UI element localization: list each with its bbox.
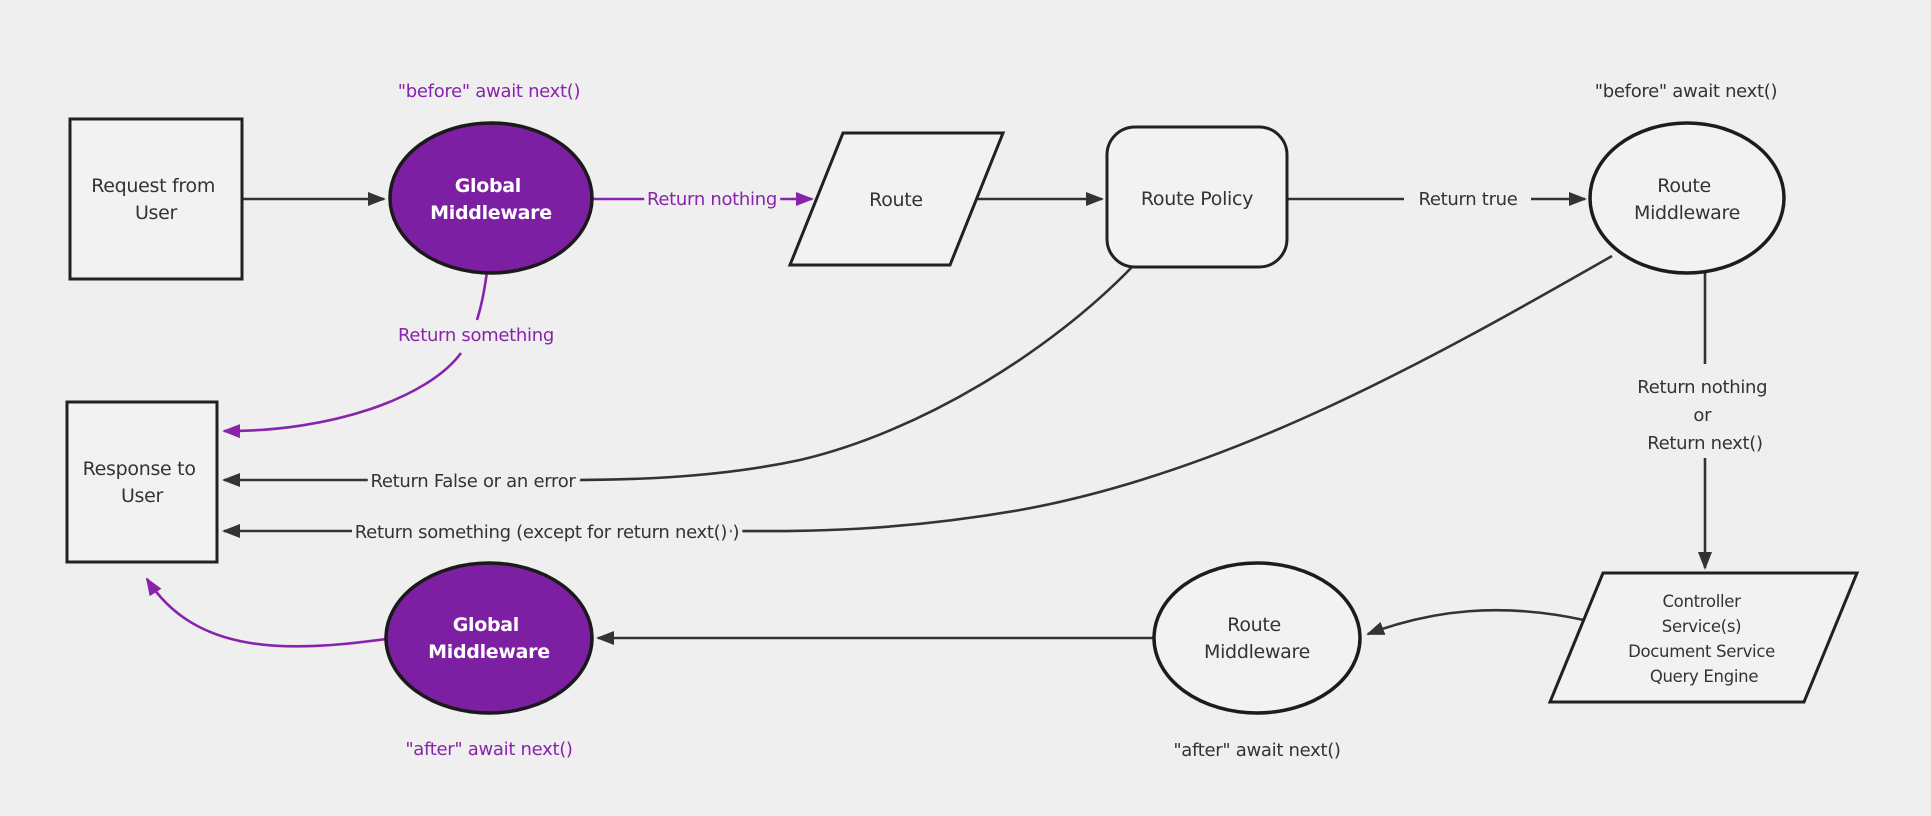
node-route — [787, 131, 1006, 267]
node-global-middleware-top — [388, 121, 594, 275]
label-after-await-global: "after" await next() — [405, 739, 572, 760]
label-return-false-or-error: Return False or an error — [370, 471, 576, 492]
edge-routemw-return-something-curve — [711, 254, 1613, 533]
node-controller-services-label: Controller Service(s) Document Service Q… — [1628, 592, 1780, 686]
label-before-await-global: "before" await next() — [398, 81, 580, 102]
node-route-middleware-bottom-label: Route Middleware — [1204, 614, 1310, 663]
node-request-from-user — [68, 117, 244, 281]
node-route-label: Route — [869, 189, 923, 211]
edge-globalmw-bottom-to-response — [145, 577, 387, 648]
node-route-policy — [1105, 125, 1289, 269]
node-route-middleware-top — [1588, 121, 1786, 275]
label-after-await-route: "after" await next() — [1173, 740, 1340, 761]
node-route-middleware-top-label: Route Middleware — [1634, 175, 1740, 224]
node-global-middleware-top-label: Global Middleware — [430, 175, 552, 224]
node-controller-services — [1547, 571, 1860, 704]
edge-global-return-something-stub — [475, 271, 489, 321]
label-before-await-route: "before" await next() — [1595, 81, 1777, 102]
node-response-to-user-label: Response to User — [83, 458, 202, 507]
node-response-to-user — [65, 400, 219, 564]
label-return-something-except: Return something (except for return next… — [355, 522, 739, 543]
node-global-middleware-bottom — [384, 561, 594, 715]
label-return-nothing: Return nothing — [647, 189, 777, 210]
label-return-nothing-or-next: Return nothing or Return next() — [1637, 377, 1772, 454]
node-route-policy-label: Route Policy — [1141, 188, 1253, 210]
label-return-something: Return something — [398, 325, 554, 346]
edge-controller-to-routemw-bottom — [1366, 608, 1585, 636]
node-global-middleware-bottom-label: Global Middleware — [428, 614, 550, 663]
node-route-middleware-bottom — [1152, 561, 1362, 715]
label-return-true: Return true — [1418, 189, 1517, 210]
node-request-from-user-label: Request from User — [91, 175, 221, 224]
edge-global-return-something-arrow — [222, 352, 463, 439]
edge-policy-return-false-curve — [565, 265, 1134, 482]
